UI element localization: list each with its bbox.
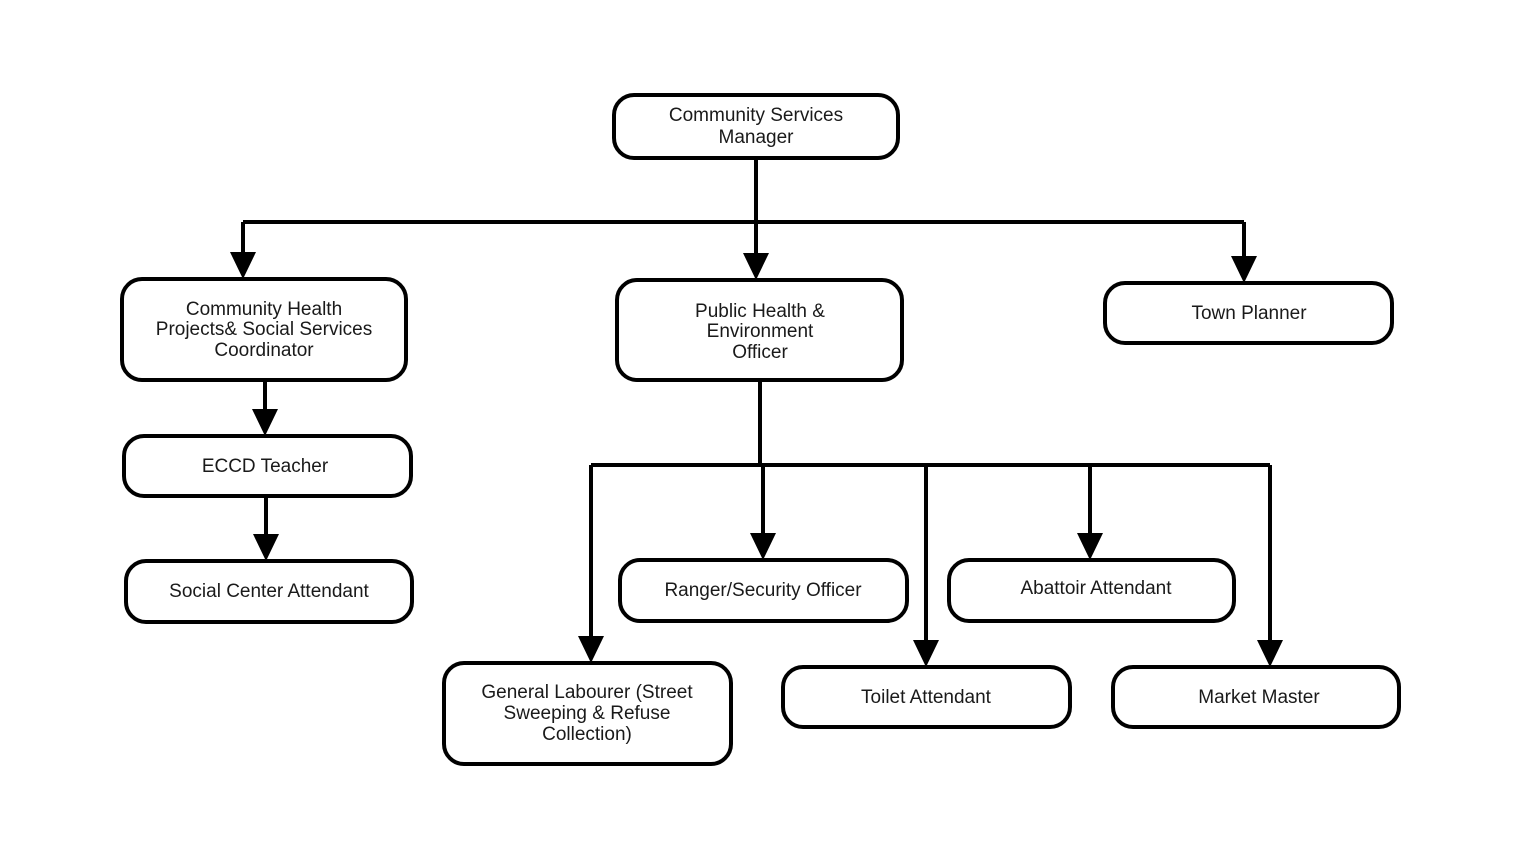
node-community-services-manager[interactable]: Community Services Manager	[612, 93, 900, 160]
node-label-public-health-line-1: Public Health &	[695, 301, 825, 322]
node-box-general-labourer[interactable]	[442, 661, 733, 766]
node-label-town-planner: Town Planner	[1191, 303, 1307, 324]
node-label-market-master: Market Master	[1198, 687, 1320, 708]
node-social-center-attendant[interactable]: Social Center Attendant	[124, 559, 414, 624]
arrowhead-to-town-planner	[1231, 256, 1257, 283]
arrowhead-to-toilet	[913, 640, 939, 667]
node-general-labourer[interactable]: General Labourer (Street Sweeping & Refu…	[442, 661, 733, 766]
node-label-toilet-attendant: Toilet Attendant	[861, 687, 992, 708]
connectors-layer	[230, 158, 1283, 667]
node-box-social-center-attendant[interactable]	[124, 559, 414, 624]
arrowhead-to-ranger	[750, 533, 776, 560]
arrowhead-to-social-center	[253, 534, 279, 561]
node-community-health-projects-social-services-coordinator[interactable]: Community Health Projects& Social Servic…	[120, 277, 408, 382]
node-label-social-center-attendant: Social Center Attendant	[169, 581, 369, 602]
node-box-community-health-coordinator[interactable]	[120, 277, 408, 382]
node-label-eccd-teacher: ECCD Teacher	[202, 456, 329, 477]
node-label-community-health-coordinator-line-2: Projects& Social Services	[156, 319, 372, 340]
node-eccd-teacher[interactable]: ECCD Teacher	[122, 434, 413, 498]
node-label-general-labourer-line-1: General Labourer (Street	[481, 682, 693, 703]
arrowhead-to-coordinator	[230, 252, 256, 279]
node-toilet-attendant[interactable]: Toilet Attendant	[781, 665, 1072, 729]
node-label-ranger-security-officer: Ranger/Security Officer	[664, 580, 862, 601]
node-town-planner[interactable]: Town Planner	[1103, 281, 1394, 345]
node-box-market-master[interactable]	[1111, 665, 1401, 729]
node-label-general-labourer-line-2: Sweeping & Refuse	[504, 703, 671, 724]
node-box-community-services-manager[interactable]	[612, 93, 900, 160]
node-label-community-services-manager-line-1: Community Services	[669, 105, 843, 126]
node-label-public-health-line-2: Environment	[707, 321, 814, 342]
arrowhead-to-public-health	[743, 253, 769, 280]
node-box-eccd-teacher[interactable]	[122, 434, 413, 498]
node-label-abattoir-attendant: Abattoir Attendant	[1020, 578, 1172, 599]
arrowhead-to-market-master	[1257, 640, 1283, 667]
node-label-community-services-manager-line-2: Manager	[719, 127, 795, 148]
arrowhead-to-general-labourer	[578, 636, 604, 663]
node-label-public-health-line-3: Officer	[732, 342, 788, 363]
node-label-general-labourer-line-3: Collection)	[542, 724, 632, 745]
node-box-ranger-security-officer[interactable]	[618, 558, 909, 623]
node-box-town-planner[interactable]	[1103, 281, 1394, 345]
node-box-public-health-environment-officer[interactable]	[615, 278, 904, 382]
node-public-health-environment-officer[interactable]: Public Health & Environment Officer	[615, 278, 904, 382]
node-label-community-health-coordinator-line-3: Coordinator	[214, 340, 314, 361]
arrowhead-to-abattoir	[1077, 533, 1103, 560]
node-box-abattoir-attendant[interactable]	[947, 558, 1236, 623]
node-ranger-security-officer[interactable]: Ranger/Security Officer	[618, 558, 909, 623]
node-market-master[interactable]: Market Master	[1111, 665, 1401, 729]
node-box-toilet-attendant[interactable]	[781, 665, 1072, 729]
node-abattoir-attendant[interactable]: Abattoir Attendant	[947, 558, 1236, 623]
nodes-layer: Community Services Manager Community Hea…	[120, 93, 1401, 766]
node-label-community-health-coordinator-line-1: Community Health	[186, 299, 342, 320]
arrowhead-to-eccd	[252, 409, 278, 436]
